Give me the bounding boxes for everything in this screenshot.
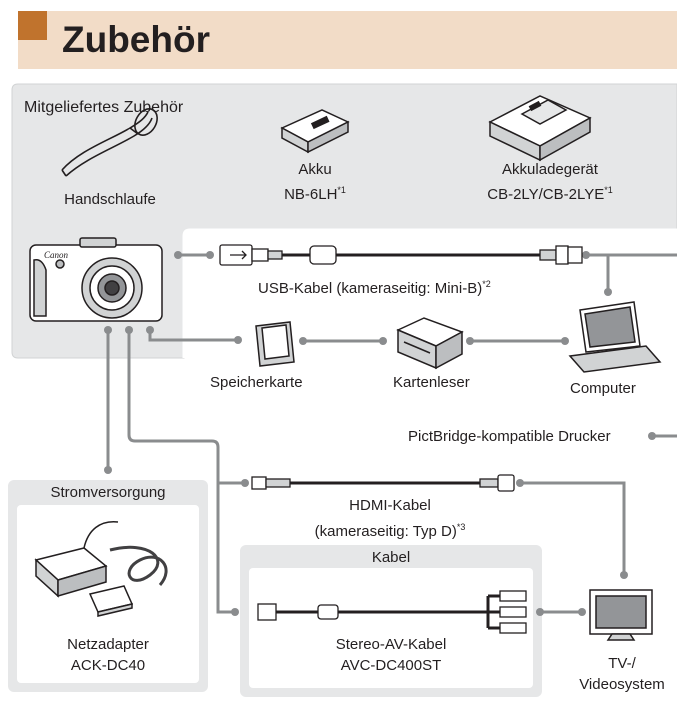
header-accent-square <box>18 11 47 40</box>
card-reader-icon <box>396 317 464 370</box>
connection-lines <box>106 253 677 614</box>
camera-icon <box>29 237 163 322</box>
battery-charger-icon <box>488 95 592 162</box>
computer-icon <box>568 301 662 373</box>
wrist-strap-icon <box>61 108 158 177</box>
tv-icon <box>589 589 653 641</box>
av-cable-label-2: AVC-DC400ST <box>340 657 442 674</box>
usb-cable-label: USB-Kabel (kameraseitig: Mini-B)*2 <box>258 279 491 297</box>
memory-card-icon <box>255 321 295 367</box>
page-title: Zubehör <box>62 19 210 60</box>
card-reader-label: Kartenleser <box>393 374 470 391</box>
hdmi-cable-label-2: (kameraseitig: Typ D)*3 <box>314 522 466 540</box>
av-cable-icon <box>257 590 527 634</box>
ac-adapter-label-2: ACK-DC40 <box>70 657 146 674</box>
printer-label: PictBridge-kompatible Drucker <box>408 428 611 445</box>
battery-icon <box>280 109 350 154</box>
camera-brand-label: Canon <box>44 250 69 260</box>
included-accessories-heading: Mitgeliefertes Zubehör <box>24 99 184 116</box>
tv-label-1: TV-/ <box>608 655 636 672</box>
charger-label-1: Akkuladegerät <box>502 161 598 178</box>
computer-label: Computer <box>570 380 636 397</box>
charger-label-2: CB-2LY/CB-2LYE*1 <box>487 185 613 203</box>
ac-adapter-label-1: Netzadapter <box>67 636 149 653</box>
header-band <box>18 11 677 69</box>
memory-card-label: Speicherkarte <box>210 374 303 391</box>
battery-label-1: Akku <box>298 161 332 178</box>
usb-cable-icon <box>219 244 583 266</box>
av-cable-label-1: Stereo-AV-Kabel <box>335 636 447 653</box>
battery-label-2: NB-6LH*1 <box>284 185 346 203</box>
ac-adapter-icon <box>34 521 168 617</box>
hdmi-cable-label-1: HDMI-Kabel <box>349 497 431 514</box>
tv-label-2: Videosystem <box>579 676 665 693</box>
wrist-strap-label: Handschlaufe <box>64 191 156 208</box>
hdmi-cable-icon <box>251 474 515 492</box>
cables-heading: Kabel <box>371 549 411 566</box>
power-supply-heading: Stromversorgung <box>50 484 166 501</box>
